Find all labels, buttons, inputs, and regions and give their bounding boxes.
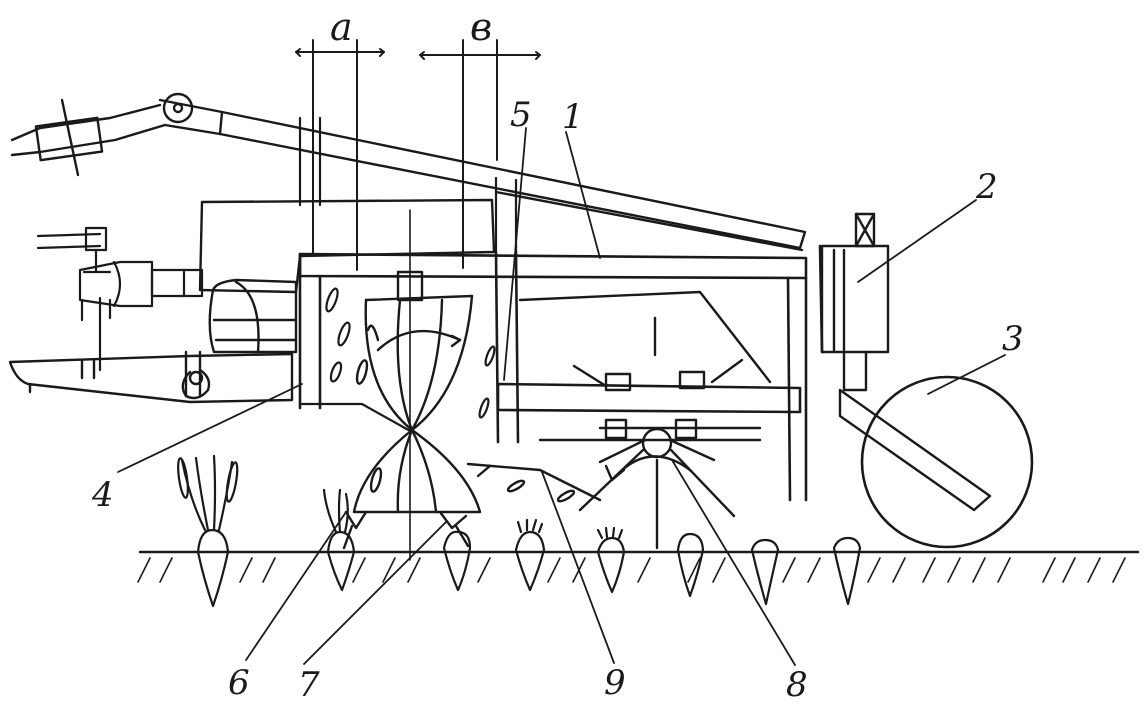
dimension-lines [295, 39, 541, 271]
callout-8: 8 [786, 665, 808, 704]
crop-row [177, 454, 862, 608]
ground [137, 550, 1140, 583]
root-crop [832, 536, 862, 606]
rotor [578, 427, 736, 550]
root-crop-with-leaves [322, 488, 356, 592]
leader-lines [117, 127, 1006, 666]
dimension-label-b: в [470, 5, 492, 49]
root-crop [676, 532, 705, 598]
dimension-label-a: a [330, 5, 353, 49]
callout-5: 5 [510, 95, 532, 135]
cleaning-chamber [518, 290, 772, 442]
support-wheel [860, 375, 1034, 549]
chute [466, 462, 602, 503]
block-unit [820, 212, 890, 354]
callout-7: 7 [298, 665, 320, 704]
side-wall [300, 287, 496, 434]
callout-labels: 1 2 3 4 5 6 7 9 8 [91, 95, 1024, 704]
lower-hitch-tube [8, 350, 294, 404]
handle-bar [10, 92, 807, 252]
dimension-labels: a в [330, 5, 492, 49]
root-crop-trimmed [596, 526, 626, 594]
callout-6: 6 [228, 663, 250, 703]
root-crop [442, 530, 472, 592]
pto-shaft [36, 226, 204, 372]
root-crop-trimmed [514, 518, 546, 592]
callout-1: 1 [562, 97, 584, 137]
callout-3: 3 [1002, 319, 1024, 359]
callout-4: 4 [91, 475, 114, 515]
root-crop-with-leaves [177, 454, 239, 608]
root-crop [750, 538, 780, 606]
cutting-drum [342, 209, 482, 561]
callout-9: 9 [604, 663, 626, 703]
callout-2: 2 [975, 167, 998, 207]
support-arm [838, 350, 992, 512]
